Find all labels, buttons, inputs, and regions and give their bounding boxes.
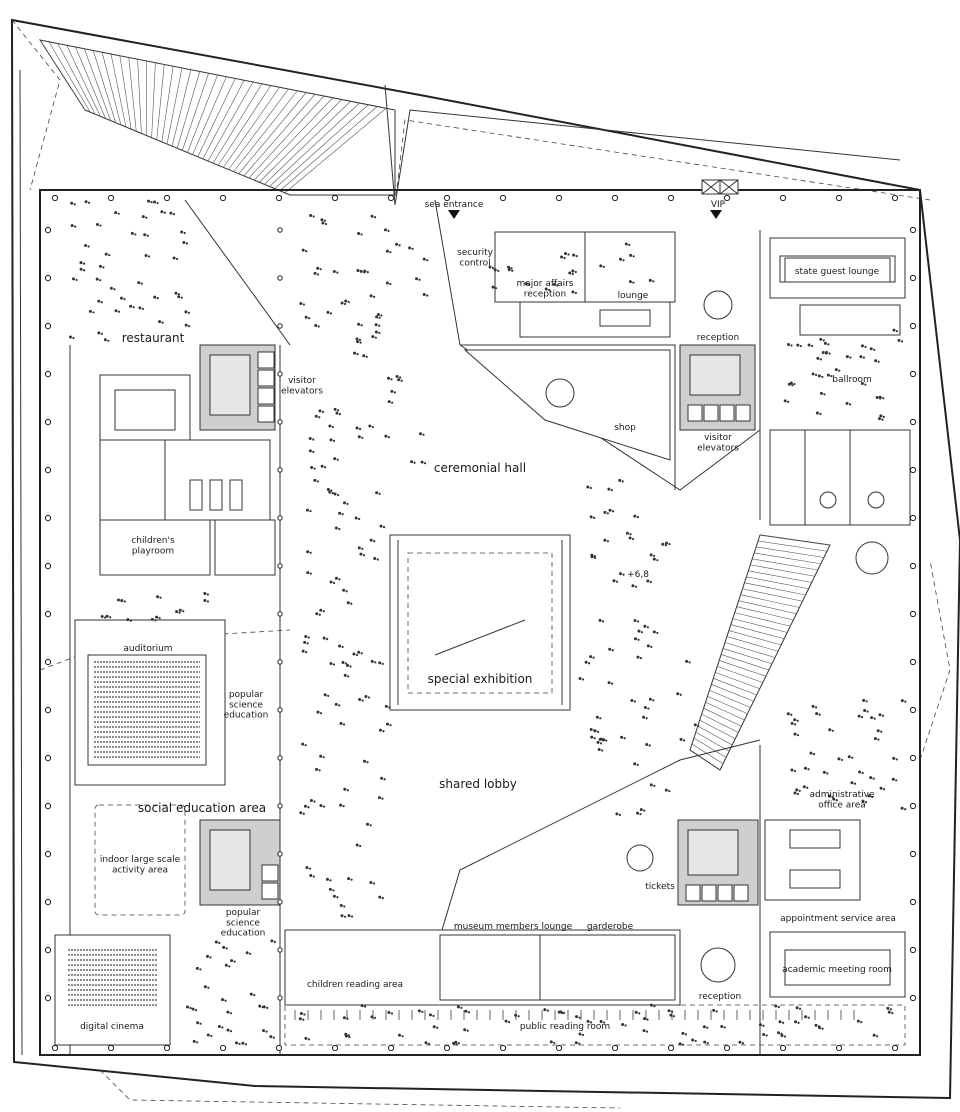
- label-museum-members-lounge: museum members lounge: [454, 922, 573, 932]
- structural-columns: [44, 194, 917, 1052]
- label-lounge: lounge: [618, 291, 649, 301]
- sea-entrance-marker-icon: [448, 210, 460, 219]
- elevator-x-icon: [701, 179, 739, 195]
- vip-entrance-marker-icon: [710, 210, 722, 219]
- label-social-education-area: social education area: [138, 801, 266, 815]
- label-digital-cinema: digital cinema: [80, 1022, 144, 1032]
- label-ceremonial-hall: ceremonial hall: [434, 461, 526, 475]
- label-vip: VIP: [711, 200, 726, 210]
- state-guest-lounge-box: [784, 257, 891, 283]
- inner-floor-outline: [39, 189, 921, 1056]
- label-appointment-service-area: appointment service area: [780, 914, 896, 924]
- label-academic-meeting-room: academic meeting room: [782, 965, 892, 975]
- label-public-reading-room: public reading room: [520, 1022, 610, 1032]
- label-reception-top: reception: [697, 333, 739, 343]
- label-reception-bottom: reception: [699, 992, 741, 1002]
- label-children-reading-area: children reading area: [307, 980, 403, 990]
- label-plus-6-8: +6,8: [627, 570, 649, 580]
- label-state-guest-lounge: state guest lounge: [795, 267, 880, 277]
- label-garderobe: garderobe: [587, 922, 634, 932]
- top-middle-rooms: [463, 231, 756, 461]
- label-auditorium: auditorium: [123, 644, 172, 654]
- label-tickets: tickets: [645, 882, 675, 892]
- label-sea-entrance: sea entrance: [425, 200, 484, 210]
- label-shop: shop: [614, 423, 636, 433]
- people-figures: [68, 199, 907, 1046]
- label-ballroom: ballroom: [832, 375, 872, 385]
- label-restaurant: restaurant: [122, 331, 185, 345]
- label-shared-lobby: shared lobby: [439, 777, 517, 791]
- top-stair: [38, 39, 396, 196]
- bottom-band: [284, 929, 906, 1046]
- left-wing: [54, 199, 291, 1055]
- label-special-exhibition: special exhibition: [428, 672, 533, 686]
